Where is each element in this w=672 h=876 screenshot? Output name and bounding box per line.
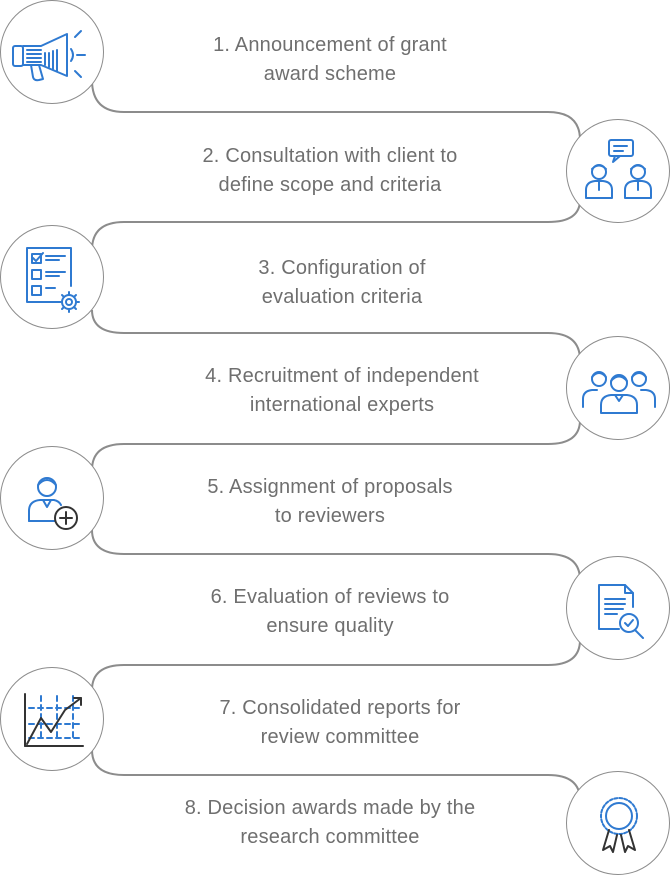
step-4-label: 4. Recruitment of independent internatio… xyxy=(162,362,522,420)
step-5-line-2: to reviewers xyxy=(274,505,386,527)
award-ribbon-icon xyxy=(600,797,638,853)
step-1-icon-circle xyxy=(0,0,104,104)
step-1-label: 1. Announcement of grant award scheme xyxy=(150,31,510,89)
step-5-icon-circle xyxy=(0,446,104,550)
step-1-line-2: award scheme xyxy=(263,63,397,85)
step-6-label: 6. Evaluation of reviews to ensure quali… xyxy=(150,583,510,641)
step-7-label: 7. Consolidated reports for review commi… xyxy=(160,694,520,752)
step-3-icon-circle xyxy=(0,225,104,329)
step-8-line-2: research committee xyxy=(240,826,420,848)
step-5-label: 5. Assignment of proposals to reviewers xyxy=(150,473,510,531)
step-1-line-1: 1. Announcement of grant xyxy=(213,34,447,56)
step-6-icon-circle xyxy=(566,556,670,660)
step-6-line-1: 6. Evaluation of reviews to xyxy=(210,586,450,608)
consultation-people-icon xyxy=(585,139,652,199)
step-8-line-1: 8. Decision awards made by the xyxy=(184,797,476,819)
step-4-line-2: international experts xyxy=(249,394,435,416)
document-magnifier-icon xyxy=(598,584,644,639)
step-5-line-1: 5. Assignment of proposals xyxy=(207,476,453,498)
trend-chart-icon xyxy=(24,693,84,747)
step-2-line-1: 2. Consultation with client to xyxy=(202,145,458,167)
expert-group-icon xyxy=(582,371,656,414)
step-2-label: 2. Consultation with client to define sc… xyxy=(150,142,510,200)
step-2-icon-circle xyxy=(566,119,670,223)
step-8-label: 8. Decision awards made by the research … xyxy=(150,794,510,852)
step-4-line-1: 4. Recruitment of independent xyxy=(205,365,479,387)
step-8-icon-circle xyxy=(566,771,670,875)
step-6-line-2: ensure quality xyxy=(266,615,394,637)
step-3-line-2: evaluation criteria xyxy=(261,286,423,308)
megaphone-icon xyxy=(12,30,86,82)
step-7-line-1: 7. Consolidated reports for xyxy=(219,697,461,719)
step-7-line-2: review committee xyxy=(260,726,420,748)
step-4-icon-circle xyxy=(566,336,670,440)
step-3-line-1: 3. Configuration of xyxy=(258,257,426,279)
checklist-gear-icon xyxy=(26,247,80,313)
step-7-icon-circle xyxy=(0,667,104,771)
step-2-line-2: define scope and criteria xyxy=(218,174,442,196)
step-3-label: 3. Configuration of evaluation criteria xyxy=(162,254,522,312)
add-reviewer-icon xyxy=(28,477,78,530)
